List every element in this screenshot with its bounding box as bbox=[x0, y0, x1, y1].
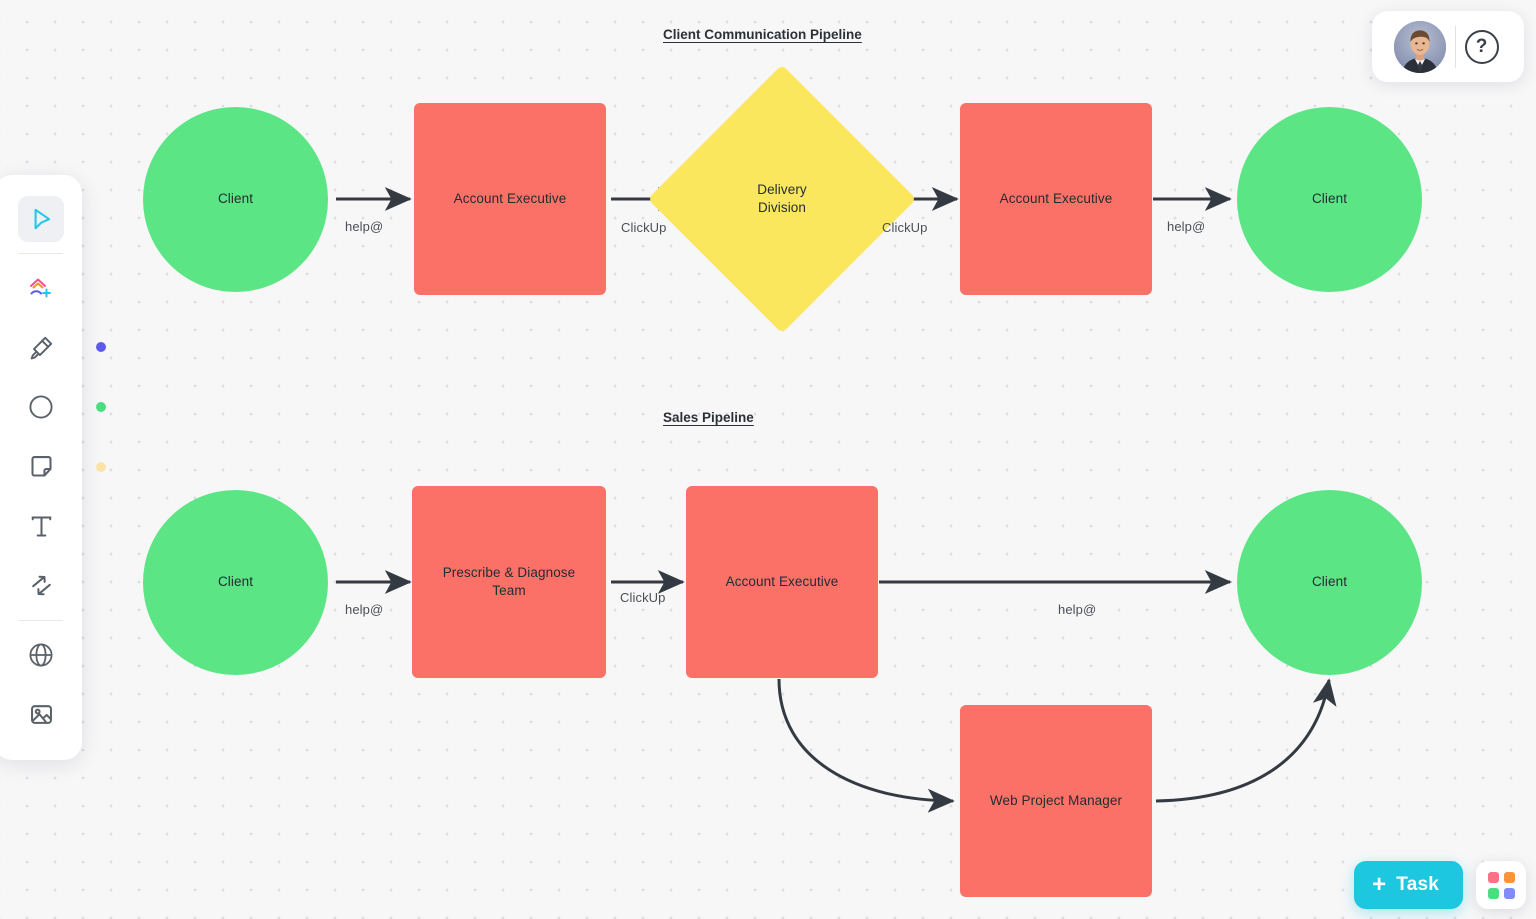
apps-dot-4 bbox=[1503, 887, 1515, 899]
avatar-photo bbox=[1393, 20, 1446, 73]
apps-grid-button[interactable] bbox=[1476, 861, 1526, 909]
node-label: Client bbox=[1311, 191, 1348, 207]
apps-dot-2 bbox=[1503, 871, 1515, 883]
plus-icon: + bbox=[1372, 871, 1387, 898]
node-account-executive-1[interactable]: Account Executive bbox=[414, 103, 606, 295]
apps-dot-3 bbox=[1487, 887, 1499, 899]
add-task-button[interactable]: + Task bbox=[1354, 861, 1463, 909]
highlighter-tool[interactable] bbox=[18, 324, 106, 370]
section-title-client-communication: Client Communication Pipeline bbox=[663, 27, 862, 42]
sticky-note-tool[interactable] bbox=[18, 444, 106, 490]
node-prescribe-diagnose-team[interactable]: Prescribe & Diagnose Team bbox=[412, 486, 606, 678]
image-icon bbox=[28, 701, 55, 728]
tool-color-dot-blue bbox=[96, 342, 106, 353]
circle-icon bbox=[27, 393, 55, 421]
node-account-executive-3[interactable]: Account Executive bbox=[686, 486, 878, 678]
node-client-1[interactable]: Client bbox=[143, 107, 328, 292]
connector-tool[interactable] bbox=[18, 563, 64, 609]
apps-dot-1 bbox=[1487, 871, 1499, 883]
node-label: Client bbox=[217, 191, 254, 207]
node-label: Account Executive bbox=[453, 190, 567, 206]
cursor-icon bbox=[28, 206, 54, 232]
node-label: Client bbox=[1311, 574, 1348, 590]
node-label: Account Executive bbox=[999, 190, 1113, 206]
node-label-line2: Division bbox=[757, 200, 807, 215]
connector-icon bbox=[28, 572, 55, 599]
node-delivery-division[interactable]: Delivery Division bbox=[647, 64, 917, 334]
edge-label-clickup-1: ClickUp bbox=[621, 220, 667, 235]
edge-label-help-3: help@ bbox=[345, 602, 384, 617]
tool-color-dot-green bbox=[96, 402, 106, 413]
toolbar-divider-1 bbox=[19, 252, 63, 254]
user-pill: ? bbox=[1372, 11, 1524, 82]
tool-color-dot-yellow bbox=[96, 461, 106, 472]
toolbar-divider-2 bbox=[19, 619, 63, 621]
edge-label-clickup-2: ClickUp bbox=[882, 220, 928, 235]
node-label: Client bbox=[217, 574, 254, 590]
node-account-executive-2[interactable]: Account Executive bbox=[960, 103, 1152, 295]
node-label: Web Project Manager bbox=[989, 792, 1123, 808]
node-client-3[interactable]: Client bbox=[143, 490, 328, 675]
text-icon bbox=[28, 513, 55, 540]
help-icon[interactable]: ? bbox=[1464, 29, 1499, 64]
pill-divider bbox=[1454, 25, 1456, 68]
highlighter-icon bbox=[28, 334, 55, 361]
add-task-label: Task bbox=[1396, 874, 1439, 895]
text-tool[interactable] bbox=[18, 503, 64, 549]
node-web-project-manager[interactable]: Web Project Manager bbox=[960, 705, 1152, 897]
edge-label-clickup-3: ClickUp bbox=[620, 590, 666, 605]
edge-label-help-4: help@ bbox=[1058, 602, 1097, 617]
add-shape-icon bbox=[27, 275, 55, 301]
globe-icon bbox=[27, 641, 55, 669]
shape-tool[interactable] bbox=[18, 384, 106, 430]
node-label: Account Executive bbox=[725, 573, 839, 589]
node-label-line1: Prescribe & Diagnose bbox=[442, 564, 576, 580]
avatar[interactable] bbox=[1393, 20, 1446, 73]
shapes-tool[interactable] bbox=[18, 265, 64, 311]
node-client-4[interactable]: Client bbox=[1237, 490, 1422, 675]
node-client-2[interactable]: Client bbox=[1237, 107, 1422, 292]
node-label-group: Delivery Division bbox=[757, 181, 807, 217]
section-title-sales-pipeline: Sales Pipeline bbox=[663, 410, 754, 425]
select-tool[interactable] bbox=[18, 196, 64, 242]
node-label-line2: Team bbox=[492, 583, 526, 598]
edge-label-help-2: help@ bbox=[1167, 219, 1206, 234]
embed-tool[interactable] bbox=[18, 632, 64, 678]
edge-label-help-1: help@ bbox=[345, 219, 384, 234]
left-toolbar bbox=[0, 175, 106, 760]
image-tool[interactable] bbox=[18, 691, 64, 737]
node-label-line1: Delivery bbox=[757, 181, 807, 197]
sticky-note-icon bbox=[28, 453, 55, 480]
